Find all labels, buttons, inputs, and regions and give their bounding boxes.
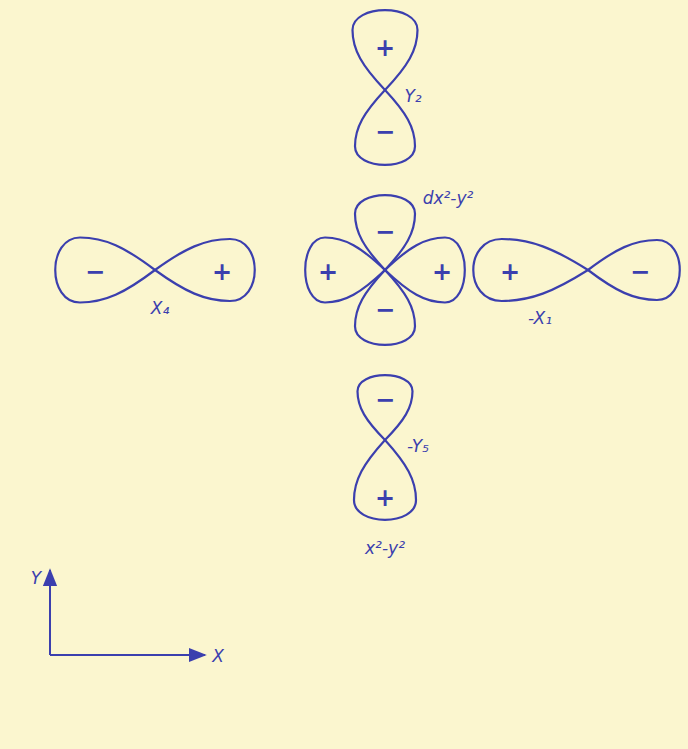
orbital-lobe: [155, 239, 255, 301]
orbital-label: dx²-y²: [423, 190, 474, 207]
y-axis: [49, 570, 51, 655]
orbital-label: X₄: [151, 300, 169, 317]
orbital-label: Y₂: [404, 88, 421, 105]
orbital-lobe: [354, 440, 416, 520]
phase-sign: +: [500, 260, 520, 284]
orbital-lobe: [305, 238, 385, 303]
orbital-lobe: [355, 195, 415, 270]
x-axis: [50, 654, 205, 656]
phase-sign: −: [85, 260, 105, 284]
orbital-lobe: [358, 375, 413, 440]
phase-sign: −: [375, 120, 395, 144]
phase-sign: +: [212, 260, 232, 284]
orbital-label: Y: [31, 570, 41, 587]
phase-sign: −: [375, 298, 395, 322]
phase-sign: +: [375, 36, 395, 60]
orbital-lobe: [353, 10, 418, 90]
orbital-label: x²-y²: [365, 540, 405, 557]
orbital-label: X: [212, 648, 224, 665]
phase-sign: −: [630, 260, 650, 284]
phase-sign: +: [432, 260, 452, 284]
phase-sign: +: [318, 260, 338, 284]
orbital-label: -Y₅: [407, 438, 429, 455]
orbital-label: -X₁: [528, 310, 552, 327]
phase-sign: +: [375, 486, 395, 510]
orbital-lobe: [588, 240, 680, 300]
phase-sign: −: [375, 388, 395, 412]
phase-sign: −: [375, 220, 395, 244]
orbital-lobe: [385, 238, 465, 303]
orbital-lobe: [355, 270, 415, 345]
orbital-lobe: [55, 238, 155, 303]
orbital-lobe: [473, 239, 588, 301]
